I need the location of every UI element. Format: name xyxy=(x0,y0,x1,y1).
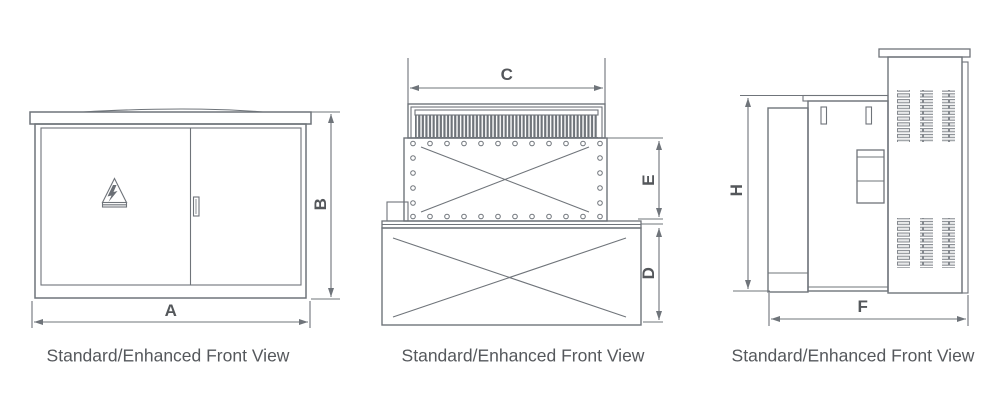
back-strip xyxy=(961,61,969,294)
dim-label-H: H xyxy=(727,183,746,197)
fin-radiator xyxy=(407,103,606,139)
view-caption-1: Standard/Enhanced Front View xyxy=(46,345,290,366)
dimension-B xyxy=(311,111,340,300)
dim-label-A: A xyxy=(164,301,178,320)
dim-label-F: F xyxy=(857,297,869,316)
hinge xyxy=(820,106,828,125)
high-voltage-warning-triangle-icon xyxy=(101,177,128,208)
middle-cabinet xyxy=(802,94,889,292)
dimension-F xyxy=(768,293,969,326)
dimension-E xyxy=(638,141,663,220)
terminal-box xyxy=(856,149,885,204)
roof-arc xyxy=(82,108,264,113)
bolted-tank xyxy=(403,137,663,222)
roof-slab xyxy=(802,94,889,102)
cross-brace xyxy=(392,237,627,318)
cabinet-front-view xyxy=(29,108,340,328)
door-handle xyxy=(192,196,200,217)
roof-band xyxy=(29,111,312,125)
dim-label-E: E xyxy=(639,174,658,186)
vented-cabinet xyxy=(878,48,971,294)
dim-label-B: B xyxy=(311,197,330,211)
view-caption-3: Standard/Enhanced Front View xyxy=(731,345,975,366)
view-caption-2: Standard/Enhanced Front View xyxy=(401,345,645,366)
dimension-H xyxy=(733,94,803,292)
louver-vents xyxy=(897,90,955,268)
dim-label-C: C xyxy=(500,65,514,84)
door-frame xyxy=(40,127,302,286)
bolts xyxy=(410,140,603,220)
dimension-D xyxy=(641,223,663,323)
hinge xyxy=(865,106,873,125)
lightning-bolt-icon xyxy=(107,185,118,202)
side-step-box xyxy=(386,201,409,222)
top-cap xyxy=(878,48,971,58)
left-panel xyxy=(767,107,809,293)
dimension-C xyxy=(407,58,606,104)
dimension-A xyxy=(31,301,311,328)
dim-label-D: D xyxy=(639,266,658,280)
cross-brace xyxy=(420,146,590,213)
cabinet-side-view xyxy=(733,48,971,326)
cabinet-body xyxy=(34,123,307,299)
base-skid xyxy=(381,220,642,326)
transformer-front-view xyxy=(381,58,663,326)
